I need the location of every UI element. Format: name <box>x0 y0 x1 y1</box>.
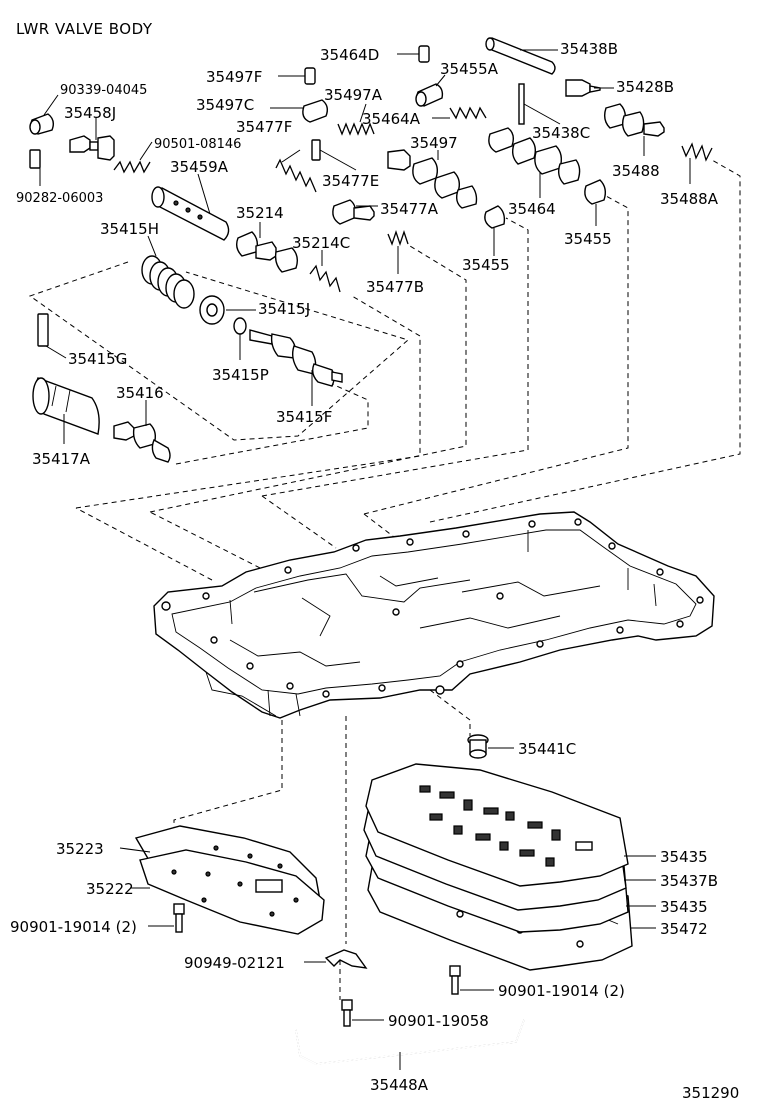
label-35497a: 35497A <box>324 86 383 104</box>
part-35417a-sleeve <box>32 377 100 444</box>
part-35438c-rod <box>518 83 561 125</box>
label-90901-19014-right: 90901-19014 (2) <box>498 982 625 1000</box>
part-35448a-rod <box>295 1019 525 1070</box>
part-35497c-plug <box>270 99 329 123</box>
part-90901-19014-bolt-right <box>449 965 494 995</box>
label-35477e: 35477E <box>322 172 379 190</box>
part-35497-valve <box>387 149 478 209</box>
part-35435-gasket-upper <box>365 763 656 887</box>
label-35223: 35223 <box>56 840 104 858</box>
label-35497: 35497 <box>410 134 458 152</box>
label-35497c: 35497C <box>196 96 254 114</box>
lower-valve-body-casting <box>153 511 715 719</box>
part-35415f-valve <box>249 329 343 406</box>
part-35415j-washer <box>199 295 256 325</box>
label-35472: 35472 <box>660 920 708 938</box>
label-35415h: 35415H <box>100 220 159 238</box>
part-35464-valve <box>488 127 581 198</box>
part-35441c-strainer <box>467 734 514 759</box>
part-90339-04045-plug <box>29 94 59 135</box>
part-35438b-sleeve <box>485 37 558 75</box>
label-35458j: 35458J <box>64 104 116 122</box>
casting-bolt-holes <box>161 518 704 698</box>
label-35448a: 35448A <box>370 1076 429 1094</box>
part-35497f-pin <box>278 67 316 85</box>
label-35477a: 35477A <box>380 200 439 218</box>
label-35455-left: 35455 <box>462 256 510 274</box>
label-35441c: 35441C <box>518 740 576 758</box>
label-90501-08146: 90501-08146 <box>154 137 241 152</box>
label-35477f: 35477F <box>236 118 292 136</box>
part-35415p-ring <box>233 317 247 360</box>
part-35455-plug-left <box>484 205 506 256</box>
label-35428b: 35428B <box>616 78 674 96</box>
gasket-openings <box>419 785 593 867</box>
part-35455a-plug <box>415 74 446 107</box>
label-35464d: 35464D <box>320 46 379 64</box>
part-35455-plug-right <box>584 179 607 226</box>
part-35458j-valve <box>69 118 115 161</box>
label-35415f: 35415F <box>276 408 332 426</box>
part-90949-02121-clamp <box>304 949 368 969</box>
part-90501-08146-spring <box>113 141 153 174</box>
label-35417a: 35417A <box>32 450 91 468</box>
part-35464a-spring <box>432 106 487 120</box>
diagram-title: LWR VALVE BODY <box>16 20 153 38</box>
part-35477a-plunger <box>332 199 378 225</box>
part-35497a-spring <box>337 103 375 136</box>
label-90949-02121: 90949-02121 <box>184 954 285 972</box>
label-35435-upper: 35435 <box>660 848 708 866</box>
part-35415g-pin <box>37 313 67 359</box>
label-35435-lower: 35435 <box>660 898 708 916</box>
label-35488: 35488 <box>612 162 660 180</box>
label-35488a: 35488A <box>660 190 719 208</box>
part-35428b-plunger <box>565 79 614 97</box>
label-35214: 35214 <box>236 204 284 222</box>
part-90901-19058-bolt <box>341 999 384 1027</box>
part-35214c-spring <box>309 250 341 293</box>
label-35464a: 35464A <box>362 110 421 128</box>
label-90282-06003: 90282-06003 <box>16 191 103 206</box>
label-35497f: 35497F <box>206 68 262 86</box>
part-35488a-spring <box>681 142 713 184</box>
label-35222: 35222 <box>86 880 134 898</box>
part-35415h-spring <box>141 235 195 309</box>
label-35416: 35416 <box>116 384 164 402</box>
part-35416-valve <box>113 400 171 463</box>
label-35438b: 35438B <box>560 40 618 58</box>
label-35464: 35464 <box>508 200 556 218</box>
part-35214-valve <box>235 222 299 273</box>
label-35438c: 35438C <box>532 124 590 142</box>
part-90282-06003-pin <box>29 149 41 186</box>
label-35415p: 35415P <box>212 366 269 384</box>
part-35477e-pin <box>311 139 357 171</box>
part-35222-separator-plate <box>130 849 325 935</box>
catalog-number: 351290 <box>682 1084 739 1102</box>
label-35214c: 35214C <box>292 234 350 252</box>
label-35437b: 35437B <box>660 872 718 890</box>
label-35415j: 35415J <box>258 300 310 318</box>
label-35455a: 35455A <box>440 60 499 78</box>
part-35488-valve <box>603 103 665 156</box>
label-35455-right: 35455 <box>564 230 612 248</box>
label-90901-19014-left: 90901-19014 (2) <box>10 918 137 936</box>
part-35464d-pin <box>397 45 430 63</box>
part-35477f-spring <box>275 149 317 193</box>
part-35477b-spring <box>387 229 409 274</box>
label-35415g: 35415G <box>68 350 127 368</box>
label-90339-04045: 90339-04045 <box>60 83 147 98</box>
part-35459a-sleeve <box>151 173 230 241</box>
label-35477b: 35477B <box>366 278 424 296</box>
label-35459a: 35459A <box>170 158 229 176</box>
part-90901-19014-bolt-left <box>148 903 185 933</box>
label-90901-19058: 90901-19058 <box>388 1012 489 1030</box>
